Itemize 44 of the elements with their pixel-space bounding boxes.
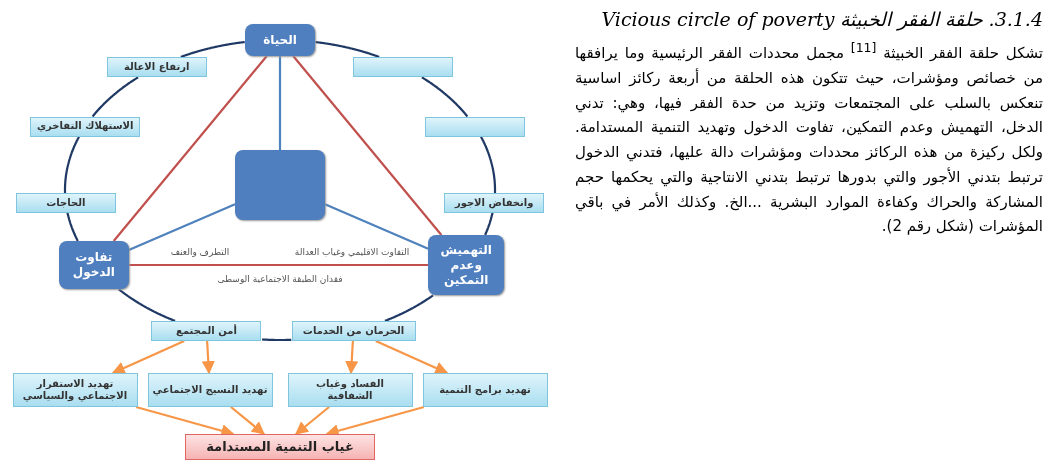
core-box — [235, 150, 325, 220]
cycle-arc — [480, 136, 497, 194]
cycle-arc — [118, 288, 176, 322]
factor-box: وانخفاض الاجور — [444, 193, 545, 214]
spoke-line — [324, 203, 429, 250]
triangle-line — [112, 55, 268, 242]
cycle-arc — [180, 40, 246, 58]
triangle-line — [292, 55, 443, 236]
factor-box: ارتفاع الاعالة — [106, 57, 207, 78]
factor-box: تهديد النسيج الاجتماعي — [147, 373, 273, 407]
core-box: تفاوت الدخول — [58, 241, 129, 289]
cycle-arc — [421, 76, 469, 118]
arrow — [230, 406, 265, 435]
cycle-arc — [484, 212, 494, 236]
arrow — [345, 340, 359, 375]
outcome-box: غياب التنمية المستدامة — [185, 434, 375, 460]
arrow — [111, 340, 185, 375]
spoke-line — [128, 203, 236, 251]
cycle-arc — [91, 76, 139, 118]
factor-box: الحاجات — [15, 193, 116, 214]
spoke-line — [278, 56, 282, 150]
cycle-arc — [314, 40, 380, 58]
triangle-line — [128, 263, 429, 267]
core-box: التهميش وعدم التمكين — [428, 235, 505, 295]
arrow — [375, 340, 449, 375]
line-label: التطرف والعنف — [168, 247, 232, 257]
factor-box: الاستهلاك التفاخري — [30, 116, 141, 137]
arrow — [295, 406, 330, 435]
cycle-arc — [261, 338, 292, 342]
factor-box: تهديد الاستقرار الاجتماعي والسياسي — [12, 373, 138, 407]
line-label: فقدان الطبقة الاجتماعية الوسطى — [215, 274, 345, 284]
core-box: الحياة — [245, 24, 315, 56]
factor-box — [424, 116, 525, 137]
factor-box: الفساد وغياب الشفافية — [287, 373, 413, 407]
section-heading: 3.1.4. حلقة الفقر الخبيثة Vicious circle of poverty — [600, 8, 1043, 30]
cycle-arc — [384, 294, 434, 322]
factor-box: الحرمان من الخدمات — [291, 320, 416, 341]
factor-box: تهديد برامج التنمية — [422, 373, 548, 407]
factor-box — [353, 57, 454, 78]
arrow — [201, 340, 215, 375]
cycle-arc — [63, 136, 80, 194]
line-label: التفاوت الاقليمي وغياب العدالة — [292, 247, 412, 257]
factor-box: أمن المجتمع — [151, 320, 262, 341]
cycle-arc — [66, 212, 79, 242]
